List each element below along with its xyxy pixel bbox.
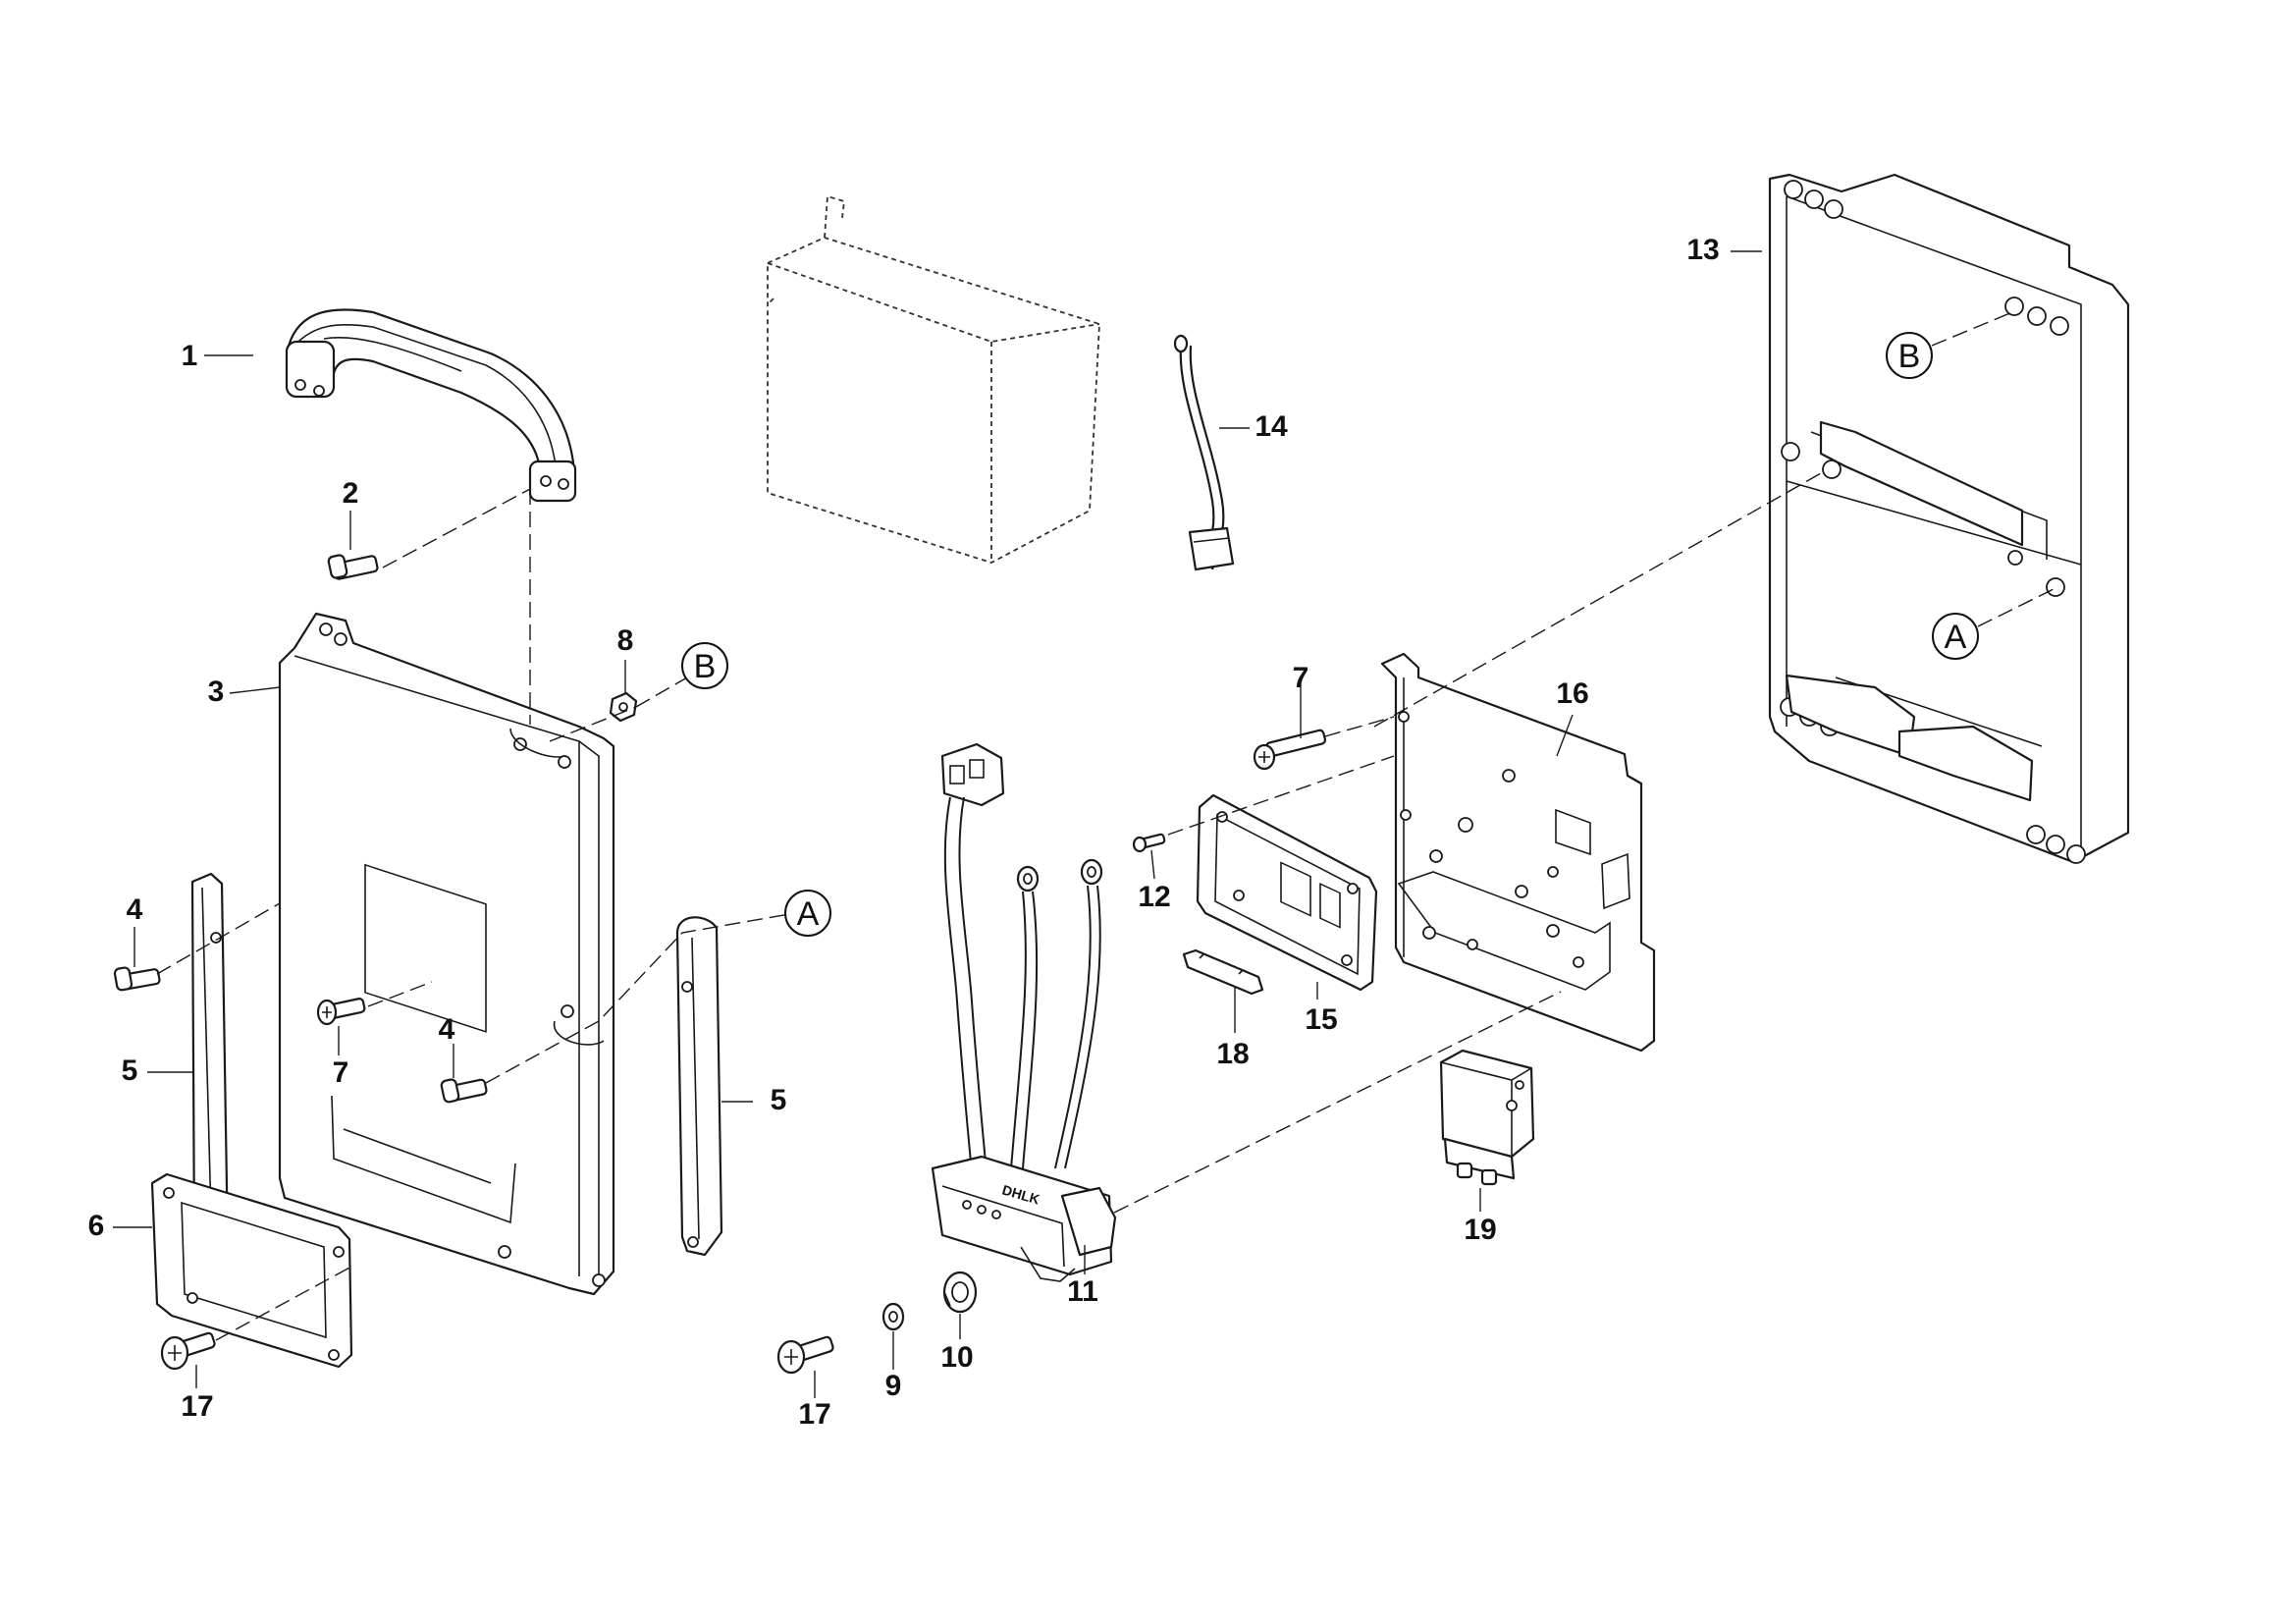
label-part-6: 6 xyxy=(88,1210,105,1242)
screw-part-17-left xyxy=(160,1331,216,1371)
ref-letter-a-box: A xyxy=(1945,619,1967,656)
label-part-7-left: 7 xyxy=(333,1056,349,1089)
washer-part-9 xyxy=(881,1302,905,1331)
wire-part-14 xyxy=(1173,334,1235,571)
label-part-11: 11 xyxy=(1067,1275,1098,1308)
label-part-19: 19 xyxy=(1464,1214,1496,1246)
handle-part-1 xyxy=(285,308,577,503)
label-part-2: 2 xyxy=(343,477,359,510)
label-part-17-left: 17 xyxy=(181,1390,213,1423)
assembly-lines xyxy=(156,472,1822,1341)
screw-part-4-left xyxy=(113,966,161,992)
battery-outline xyxy=(767,194,1100,564)
screw-part-12 xyxy=(1132,833,1166,853)
gasket-frame-part-6 xyxy=(150,1172,353,1369)
leader-lines xyxy=(113,250,1762,1398)
label-part-18: 18 xyxy=(1216,1038,1249,1070)
label-part-5-right: 5 xyxy=(771,1084,787,1116)
part-number-labels: 1 2 3 8 4 5 5 7 4 6 17 17 9 10 11 12 18 … xyxy=(88,234,1720,1431)
mounting-plate-part-16 xyxy=(1380,652,1656,1053)
label-part-1: 1 xyxy=(182,340,198,372)
nut-part-8 xyxy=(609,691,638,723)
enclosure-box-part-13 xyxy=(1768,173,2130,864)
grommet-part-10 xyxy=(942,1271,978,1314)
label-part-3: 3 xyxy=(208,676,225,708)
label-part-10: 10 xyxy=(940,1341,973,1374)
front-cover-part-3 xyxy=(278,612,615,1296)
circuit-board-part-15 xyxy=(1196,793,1378,992)
label-part-17-center: 17 xyxy=(798,1398,830,1431)
label-part-16: 16 xyxy=(1556,677,1588,710)
label-part-15: 15 xyxy=(1305,1003,1337,1036)
reference-b-box: B xyxy=(1886,311,2013,379)
reference-a-box: A xyxy=(1932,588,2055,660)
label-part-14: 14 xyxy=(1255,410,1288,443)
ref-letter-a-cover: A xyxy=(797,895,820,933)
label-part-12: 12 xyxy=(1138,881,1170,913)
relay-block-part-19 xyxy=(1439,1049,1535,1186)
cable-harness-part-11: DHLK xyxy=(931,742,1117,1282)
screw-part-17-center xyxy=(776,1335,834,1375)
reference-a-cover: A xyxy=(784,890,831,937)
ref-letter-b-cover: B xyxy=(694,648,717,685)
label-part-4-center: 4 xyxy=(439,1013,455,1046)
label-part-9: 9 xyxy=(885,1370,902,1402)
label-part-8: 8 xyxy=(617,624,634,657)
ref-letter-b-box: B xyxy=(1898,338,1921,375)
screw-part-7-right xyxy=(1253,729,1327,771)
screw-part-4-center xyxy=(440,1078,488,1104)
fuse-part-18 xyxy=(1182,948,1264,996)
label-part-13: 13 xyxy=(1686,234,1719,266)
reference-b-cover: B xyxy=(681,642,728,689)
label-part-4-left: 4 xyxy=(127,893,143,926)
label-part-5-left: 5 xyxy=(122,1055,138,1087)
side-rail-part-5-right xyxy=(675,916,723,1257)
label-part-7-right: 7 xyxy=(1293,662,1309,694)
screw-part-2 xyxy=(327,554,379,580)
screw-part-7-left xyxy=(316,998,366,1026)
